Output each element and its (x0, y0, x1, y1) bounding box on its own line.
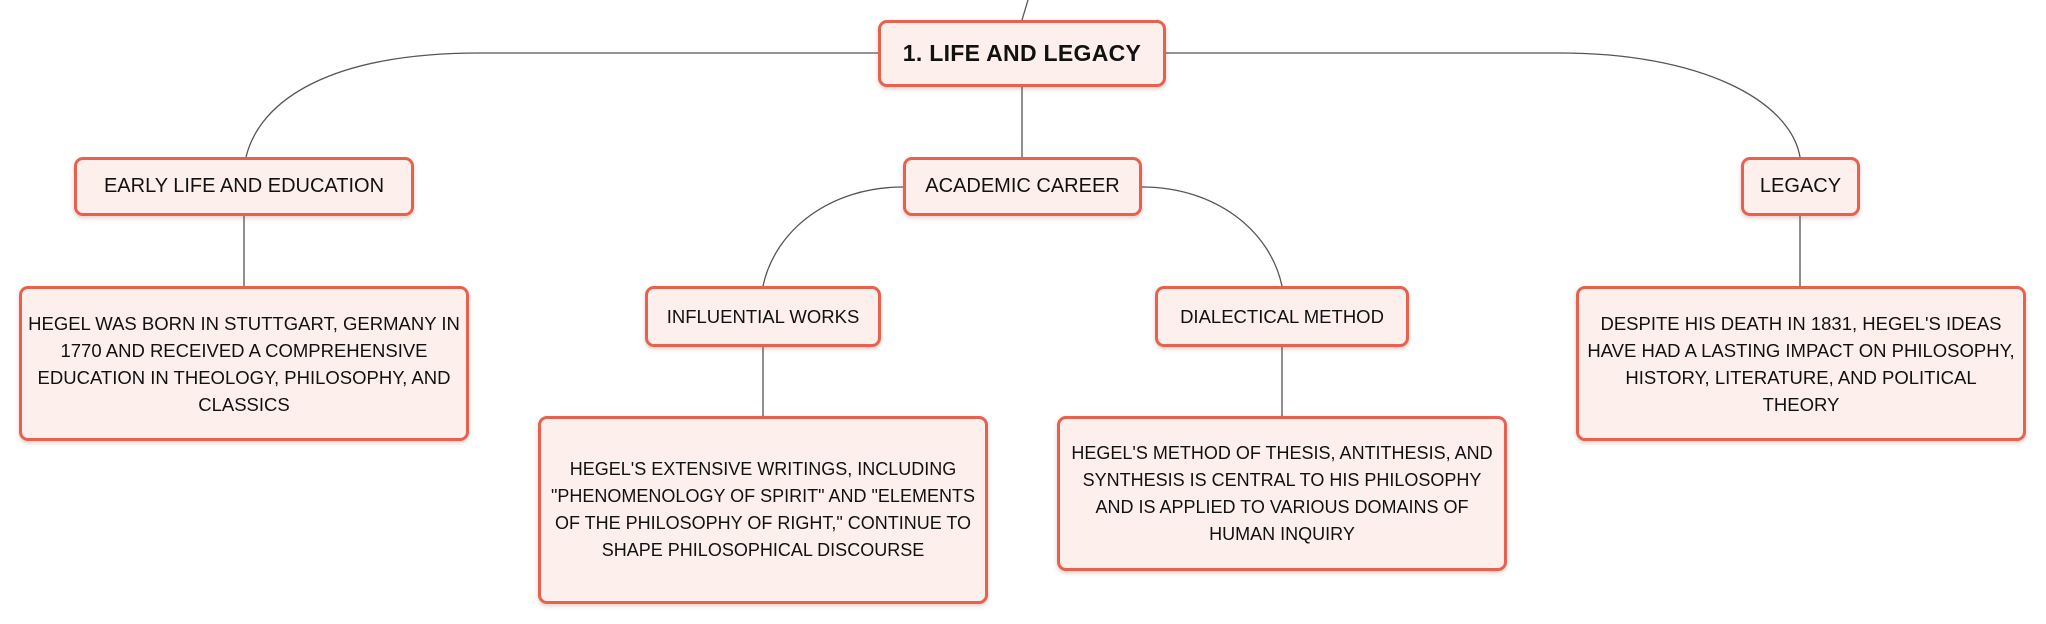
connector-parent-to-root (1021, 0, 1029, 21)
dialectical-method-detail-text: Hegel's method of thesis, antithesis, an… (1071, 442, 1493, 544)
early-life-node[interactable]: Early Life and Education (74, 157, 414, 216)
early-life-detail-text: Hegel was born in Stuttgart, Germany in … (28, 312, 460, 415)
legacy-node[interactable]: Legacy (1741, 157, 1860, 216)
connector-root-to-legacy (1166, 52, 1801, 158)
connector-academic-to-dialectical-method (1141, 186, 1283, 287)
academic-career-node-label: Academic Career (925, 175, 1120, 197)
legacy-detail-node[interactable]: Despite his death in 1831, Hegel's ideas… (1576, 286, 2026, 441)
early-life-node-label: Early Life and Education (103, 175, 385, 197)
legacy-node-label: Legacy (1759, 175, 1842, 197)
influential-works-detail-text: Hegel's extensive writings, including "P… (551, 459, 975, 560)
dialectical-method-node[interactable]: Dialectical Method (1155, 286, 1409, 347)
legacy-detail-text: Despite his death in 1831, Hegel's ideas… (1587, 312, 2015, 415)
academic-career-node[interactable]: Academic Career (903, 157, 1142, 216)
influential-works-node[interactable]: Influential Works (645, 286, 881, 347)
influential-works-detail-node[interactable]: Hegel's extensive writings, including "P… (538, 416, 988, 604)
connector-academic-to-influential-works (762, 186, 904, 287)
connector-root-to-early-life (245, 52, 878, 158)
root-node-label: 1. Life and Legacy (902, 40, 1142, 66)
early-life-detail-node[interactable]: Hegel was born in Stuttgart, Germany in … (19, 286, 469, 441)
root-node[interactable]: 1. Life and Legacy (878, 20, 1166, 87)
dialectical-method-detail-node[interactable]: Hegel's method of thesis, antithesis, an… (1057, 416, 1507, 571)
influential-works-node-label: Influential Works (666, 305, 860, 327)
dialectical-method-node-label: Dialectical Method (1180, 305, 1384, 327)
